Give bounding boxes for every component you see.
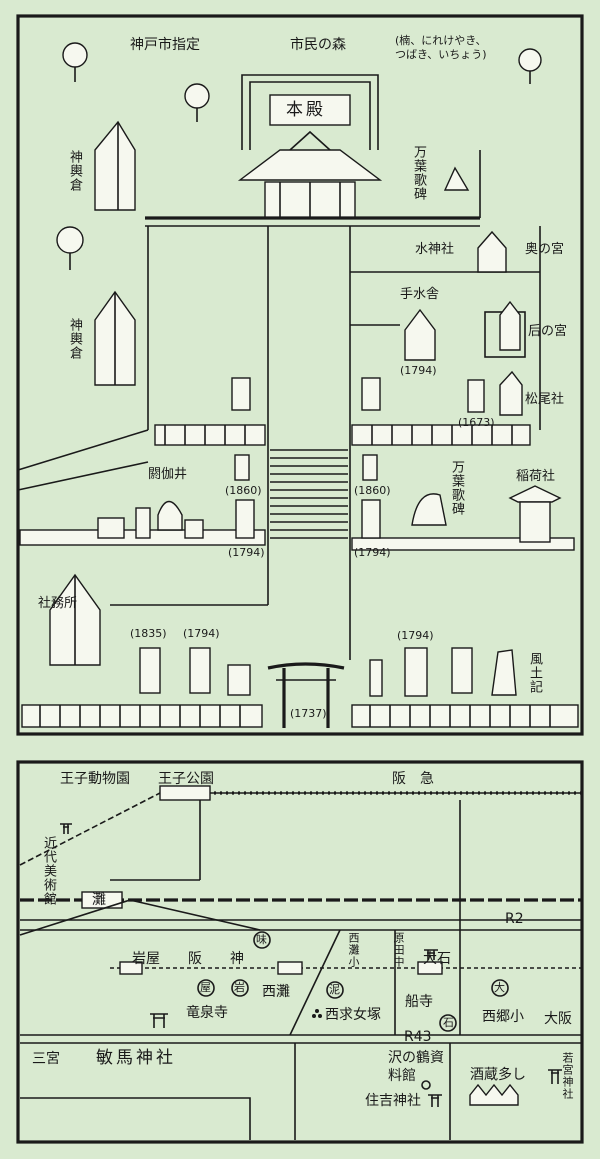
consort-shrine-label: 后の宮 (528, 324, 568, 339)
lantern-year-1860-right: (1860) (354, 484, 391, 497)
lantern-year-1794-left: (1794) (228, 546, 265, 559)
nishigo-elementary-label: 西郷小 (482, 1009, 524, 1025)
shrine-icon (404, 230, 562, 543)
storehouse-icon (49, 120, 136, 666)
stone-lantern-icon (97, 166, 517, 697)
sawanotsuru-museum-label: 沢の鶴資料館 (388, 1050, 444, 1084)
ishi-circle-label: 石 (443, 1016, 454, 1029)
shrine-map-symbol (60, 823, 562, 1107)
purification-fountain-year: (1794) (400, 364, 437, 377)
shrine-layout-drawing (16, 14, 584, 736)
route-2-label: R2 (505, 911, 524, 927)
manyo-poem-monument-mid-label: 万葉歌碑 (449, 460, 464, 516)
lantern-year-1794-right: (1794) (354, 546, 391, 559)
harada-junior-high-label: 原田中 (392, 932, 405, 968)
iwaya-hanshin-label: 岩屋 阪 神 (132, 951, 244, 967)
sannomiya-direction-label: 三宮 (32, 1051, 60, 1067)
designation-label: 神戸市指定 (130, 37, 200, 53)
torii-year: (1737) (290, 707, 327, 720)
ryusenji-temple-label: 竜泉寺 (186, 1005, 228, 1021)
trees-note: (楠、にれけやき、 つばき、いちょう) (395, 34, 487, 62)
sawa-circle-label: 泥 (329, 983, 340, 996)
purification-fountain-label: 手水舎 (400, 287, 440, 302)
toshime-shrine-label: 敏馬神社 (96, 1048, 176, 1068)
sumiyoshi-shrine-label: 住吉神社 (365, 1093, 421, 1109)
wakamiya-shrine-label: 若宮神社 (561, 1052, 574, 1100)
dai-circle-label: 大 (494, 981, 505, 994)
inari-shrine-label: 稲荷社 (516, 469, 556, 484)
oishi-station-label: 大石 (423, 951, 451, 967)
route-43-label: R43 (404, 1029, 432, 1045)
matsuo-shrine-label: 松尾社 (525, 392, 565, 407)
nishinada-elementary-label: 西灘小 (347, 932, 360, 968)
funadera-label: 船寺 (405, 994, 433, 1010)
lantern-year-1835: (1835) (130, 627, 167, 640)
shrine-office-label: 社務所 (38, 596, 78, 611)
nishimotomezuka-label: 西求女塚 (325, 1007, 381, 1023)
nada-station-label: 灘 (92, 892, 106, 908)
torii-icon (267, 662, 345, 728)
portable-shrine-storehouse-label-1: 神輿倉 (67, 150, 82, 192)
sake-breweries-label: 酒蔵多し (470, 1067, 526, 1083)
portable-shrine-storehouse-label-2: 神輿倉 (67, 318, 82, 360)
osaka-direction-label: 大阪 (544, 1011, 572, 1027)
manyo-poem-monument-top-label: 万葉歌碑 (411, 145, 426, 201)
oji-park-label: 王子公園 (158, 771, 214, 787)
forest-label: 市民の森 (290, 37, 346, 53)
modern-art-museum-label: 近代美術館 (41, 836, 56, 906)
oji-zoo-label: 王子動物園 (60, 771, 130, 787)
iwa-circle-label: 岩 (234, 981, 245, 994)
sacred-well-label: 閼伽井 (148, 467, 188, 482)
nishinada-station-label: 西灘 (262, 984, 290, 1000)
hankyu-line-label: 阪 急 (392, 771, 434, 787)
sake-warehouse-icon (469, 1083, 519, 1106)
ajihara-circle-label: 味 (256, 933, 267, 946)
honden-label: 本殿 (286, 100, 326, 120)
water-deity-shrine-label: 水神社 (415, 242, 455, 257)
tree-icon (56, 42, 542, 270)
lantern-year-1860-left: (1860) (225, 484, 262, 497)
ya-circle-label: 屋 (200, 981, 211, 994)
lantern-year-1794-bottom-left: (1794) (183, 627, 220, 640)
lantern-year-1673: (1673) (458, 416, 495, 429)
lantern-year-1794-bottom-right: (1794) (397, 629, 434, 642)
inner-shrine-label: 奥の宮 (525, 242, 565, 257)
fudoki-monument-label: 風土記 (527, 652, 542, 694)
